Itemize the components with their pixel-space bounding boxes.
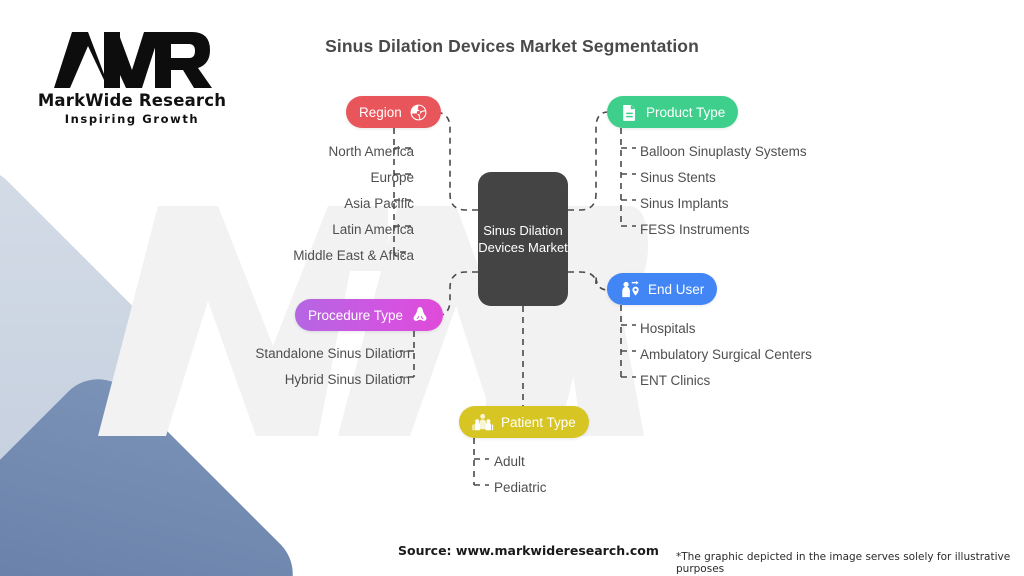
leaf-list-patient-type: Adult Pediatric [494, 449, 714, 501]
branch-badge-product-type[interactable]: Product Type [607, 96, 739, 128]
page-title: Sinus Dilation Devices Market Segmentati… [325, 36, 699, 56]
list-item: Middle East & Africa [293, 248, 414, 263]
center-node: Sinus Dilation Devices Market [478, 172, 568, 306]
connector-center-product [568, 111, 609, 211]
list-item: Europe [370, 170, 414, 185]
brand-name: MarkWide Research [37, 91, 227, 110]
leaf-list-region: North America Europe Asia Pacific Latin … [150, 139, 414, 269]
leaf-list-end-user: Hospitals Ambulatory Surgical Centers EN… [640, 316, 940, 394]
brand-logo: MarkWide Research Inspiring Growth [22, 30, 242, 126]
connector-center-region [433, 111, 478, 211]
person-location-icon [620, 280, 641, 299]
list-item: Hybrid Sinus Dilation [284, 372, 410, 387]
source-label: Source: www.markwideresearch.com [398, 543, 659, 558]
branch-badge-patient-type[interactable]: Patient Type [459, 406, 589, 438]
logo-mark-icon [54, 32, 212, 88]
list-item: ENT Clinics [640, 373, 711, 388]
disclaimer-label: *The graphic depicted in the image serve… [676, 551, 1011, 575]
branch-badge-region[interactable]: Region [346, 96, 441, 128]
branch-label-patient-type: Patient Type [501, 414, 576, 430]
list-item: Standalone Sinus Dilation [255, 346, 410, 361]
branch-label-region: Region [359, 104, 402, 120]
connector-product-ticks [621, 147, 636, 201]
branch-label-procedure-type: Procedure Type [308, 307, 404, 323]
branch-label-end-user: End User [648, 281, 705, 297]
connector-region-last [393, 251, 405, 258]
connector-center-enduser [568, 271, 609, 291]
connector-enduser-ticks [621, 324, 636, 352]
list-item: Sinus Stents [640, 170, 716, 185]
list-item: North America [328, 144, 414, 159]
leaf-list-product-type: Balloon Sinuplasty Systems Sinus Stents … [640, 139, 940, 243]
family-people-icon [472, 413, 494, 432]
list-item: Ambulatory Surgical Centers [640, 347, 812, 362]
list-item: Pediatric [494, 480, 547, 495]
branch-badge-procedure-type[interactable]: Procedure Type [295, 299, 444, 331]
list-item: Sinus Implants [640, 196, 729, 211]
branch-badge-end-user[interactable]: End User [607, 273, 718, 305]
brand-tagline: Inspiring Growth [64, 112, 200, 126]
branch-label-product-type: Product Type [646, 104, 726, 120]
list-item: Asia Pacific [344, 196, 414, 211]
list-item: Balloon Sinuplasty Systems [640, 144, 807, 159]
list-item: Hospitals [640, 321, 696, 336]
globe-icon [409, 103, 428, 122]
list-item: Latin America [332, 222, 414, 237]
leaf-list-procedure-type: Standalone Sinus Dilation Hybrid Sinus D… [130, 341, 410, 393]
center-node-label: Sinus Dilation Devices Market [478, 222, 568, 256]
document-icon [620, 103, 639, 122]
list-item: Adult [494, 454, 525, 469]
nose-icon [410, 305, 430, 325]
list-item: FESS Instruments [640, 222, 750, 237]
